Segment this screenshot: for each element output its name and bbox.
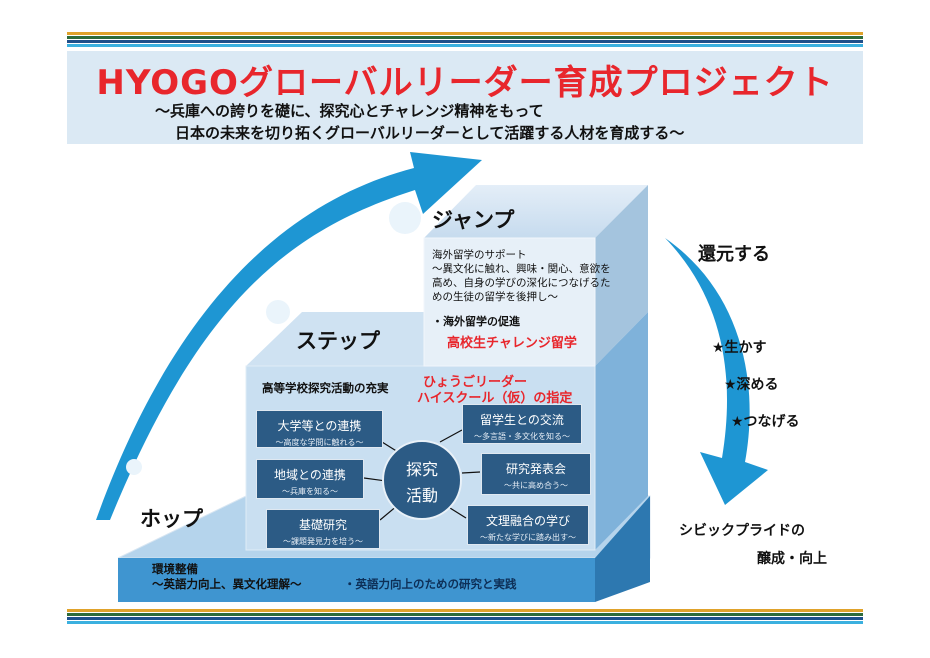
box-exchange-sub: ～多言語・多文化を知る～ [474,432,570,441]
return-item-2: ★深める [724,377,779,393]
box-basic-research-sub: ～課題発見力を培う～ [283,537,363,546]
step-highlight-2: ハイスクール（仮）の指定 [417,391,573,406]
box-presentation-sub: ～共に高め合う～ [504,481,568,490]
box-presentation-title: 研究発表会 [505,462,566,476]
growth-arrow [96,152,482,520]
arrow-bubble-mid [266,300,290,324]
subtitle-line-2: 日本の未来を切り拓くグローバルリーダーとして活躍する人材を育成する～ [175,124,685,142]
top-stripes [67,32,863,49]
result-line-1: シビックプライドの [679,523,805,539]
bottom-stripes [67,609,863,626]
jump-bullet: ・海外留学の促進 [432,315,520,328]
box-university-sub: ～高度な学問に触れる～ [275,438,364,447]
jump-line-1: 海外留学のサポート [432,249,527,261]
box-interdisciplinary-title: 文理融合の学び [485,514,570,528]
hop-front-face [118,558,595,602]
page-title: HYOGOグローバルリーダー育成プロジェクト [96,63,834,103]
box-basic-research: 基礎研究 ～課題発見力を培う～ [266,509,380,549]
jump-label: ジャンプ [432,208,515,232]
return-arrow [665,238,768,505]
box-region-title: 地域との連携 [274,468,346,482]
hop-text-3: ・英語力向上のための研究と実践 [344,577,517,591]
box-region-sub: ～兵庫を知る～ [282,487,338,496]
jump-line-2: ～異文化に触れ、興味・関心、意欲を [432,263,611,275]
jump-front-face [423,237,596,367]
hop-label: ホップ [140,507,203,531]
hop-right-face [595,496,650,602]
return-item-1: ★生かす [712,340,767,356]
jump-top-face [424,185,648,238]
hop-text-1: 環境整備 [152,562,198,576]
header-banner: HYOGOグローバルリーダー育成プロジェクト ～兵庫への誇りを礎に、探究心とチャ… [67,51,863,144]
box-basic-research-title: 基礎研究 [298,518,347,532]
subtitle-line-1: ～兵庫への誇りを礎に、探究心とチャレンジ精神をもって [155,102,544,120]
arrow-bubble-large [389,202,421,234]
center-line-1: 探究 [405,460,438,479]
box-interdisciplinary-sub: ～新たな学びに踏み出す～ [480,533,576,542]
return-title: 還元する [698,244,770,265]
result-line-2: 醸成・向上 [757,551,827,567]
return-item-3: ★つなげる [731,414,800,430]
step-highlight-1: ひょうごリーダー [423,375,528,390]
box-presentation: 研究発表会 ～共に高め合う～ [481,453,591,495]
hop-text-2: ～英語力向上、異文化理解～ [152,577,302,591]
step-label: ステップ [296,329,380,353]
box-university: 大学等との連携 ～高度な学問に触れる～ [256,410,383,448]
jump-highlight: 高校生チャレンジ留学 [447,336,577,351]
jump-line-4: めの生徒の留学を後押し～ [432,291,558,303]
box-interdisciplinary: 文理融合の学び ～新たな学びに踏み出す～ [467,505,589,545]
step-right-face [595,312,648,550]
center-line-2: 活動 [405,486,438,505]
arrow-bubble-small [126,459,142,475]
step-heading: 高等学校探究活動の充実 [262,381,389,395]
box-university-title: 大学等との連携 [277,419,362,433]
box-region: 地域との連携 ～兵庫を知る～ [256,459,364,499]
jump-line-3: 高め、自身の学びの深化につなげるた [432,277,611,289]
box-exchange: 留学生との交流 ～多言語・多文化を知る～ [462,404,582,444]
box-exchange-title: 留学生との交流 [480,413,564,427]
jump-description: 海外留学のサポート ～異文化に触れ、興味・関心、意欲を 高め、自身の学びの深化に… [432,248,611,304]
jump-right-face [595,185,648,366]
inquiry-activity-circle: 探究 活動 [382,440,462,520]
